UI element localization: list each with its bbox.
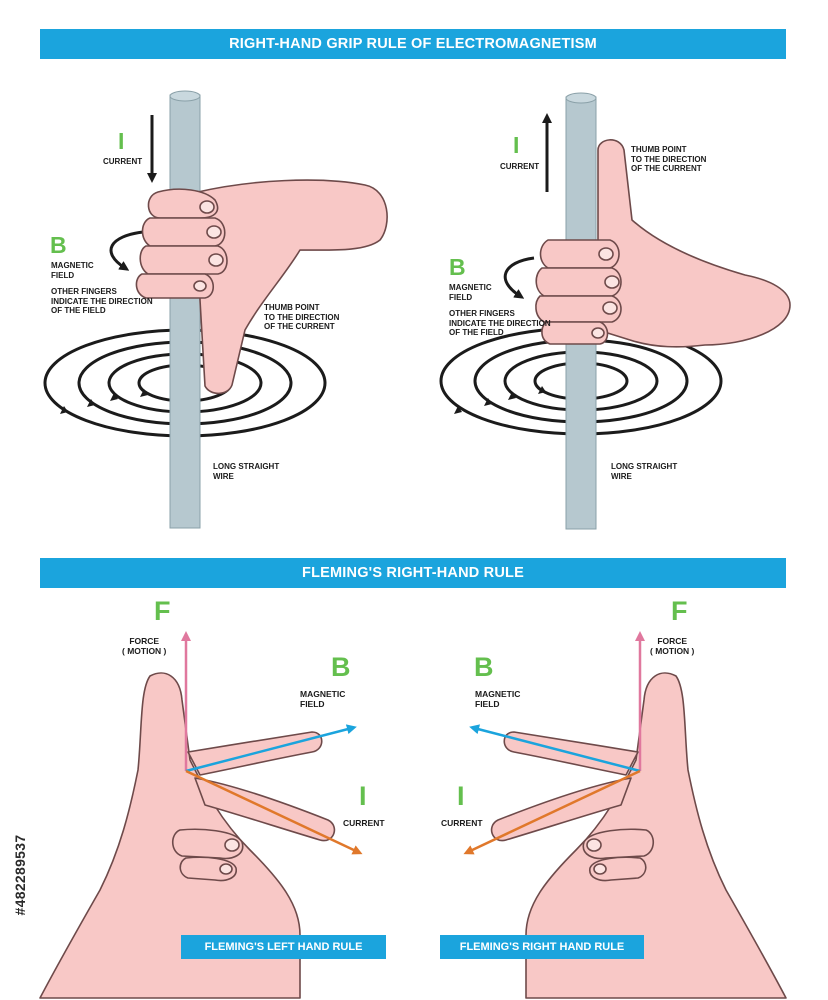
grip-rule-title: RIGHT-HAND GRIP RULE OF ELECTROMAGNETISM <box>40 29 786 59</box>
fleming-right-current-symbol: I <box>457 781 465 811</box>
fleming-left-force-symbol: F <box>154 596 171 626</box>
grip-left-field-label: MAGNETIC FIELD <box>51 261 94 280</box>
field-arrow-fleming-right <box>469 724 641 773</box>
grip-left-field-symbol: B <box>50 232 67 258</box>
wire-left <box>169 94 201 529</box>
current-arrow-fleming-left <box>185 769 363 855</box>
grip-right-current-label: CURRENT <box>500 162 540 171</box>
grip-left-thumb-note: THUMB POINT TO THE DIRECTION OF THE CURR… <box>264 303 340 331</box>
fleming-left-field-label: MAGNETIC FIELD <box>300 689 346 709</box>
hand-grip-right <box>535 139 791 348</box>
fleming-left-current-label: CURRENT <box>343 818 385 828</box>
grip-right-wire-label: LONG STRAIGHT WIRE <box>611 462 678 481</box>
grip-left-current-symbol: I <box>118 128 125 154</box>
fleming-right-field-label: MAGNETIC FIELD <box>475 689 521 709</box>
fleming-right-force-label: FORCE ( MOTION ) <box>650 636 695 656</box>
grip-left-fingers-note: OTHER FINGERS INDICATE THE DIRECTION OF … <box>51 287 153 315</box>
stock-id-text: #482289537 <box>12 834 28 916</box>
fleming-left-current-symbol: I <box>359 781 367 811</box>
grip-diagram-left <box>43 90 388 529</box>
fleming-left-hand <box>39 631 363 999</box>
fleming-right-field-symbol: B <box>474 652 494 682</box>
fleming-right-hand <box>463 631 787 999</box>
field-arrow-fleming-left <box>185 724 357 773</box>
grip-left-wire-label: LONG STRAIGHT WIRE <box>213 462 280 481</box>
fleming-right-current-label: CURRENT <box>441 818 483 828</box>
fleming-left-force-label: FORCE ( MOTION ) <box>122 636 167 656</box>
field-arrow-right <box>503 256 535 299</box>
grip-diagram-right <box>439 92 791 530</box>
fleming-right-rule-label: FLEMING'S RIGHT HAND RULE <box>440 935 644 959</box>
grip-right-field-label: MAGNETIC FIELD <box>449 283 492 302</box>
fleming-left-rule-label: FLEMING'S LEFT HAND RULE <box>181 935 386 959</box>
fleming-left-field-symbol: B <box>331 652 351 682</box>
hand-grip-left <box>135 179 388 395</box>
fleming-right-force-symbol: F <box>671 596 688 626</box>
grip-right-field-symbol: B <box>449 254 466 280</box>
grip-right-fingers-note: OTHER FINGERS INDICATE THE DIRECTION OF … <box>449 309 551 337</box>
field-arrow-left <box>109 230 144 271</box>
grip-right-thumb-note: THUMB POINT TO THE DIRECTION OF THE CURR… <box>631 145 707 173</box>
current-arrow-fleming-right <box>463 769 641 855</box>
grip-right-current-symbol: I <box>513 132 520 158</box>
stock-id-watermark: #482289537 <box>8 760 32 990</box>
grip-left-current-label: CURRENT <box>103 157 143 166</box>
fleming-title: FLEMING'S RIGHT-HAND RULE <box>40 558 786 588</box>
